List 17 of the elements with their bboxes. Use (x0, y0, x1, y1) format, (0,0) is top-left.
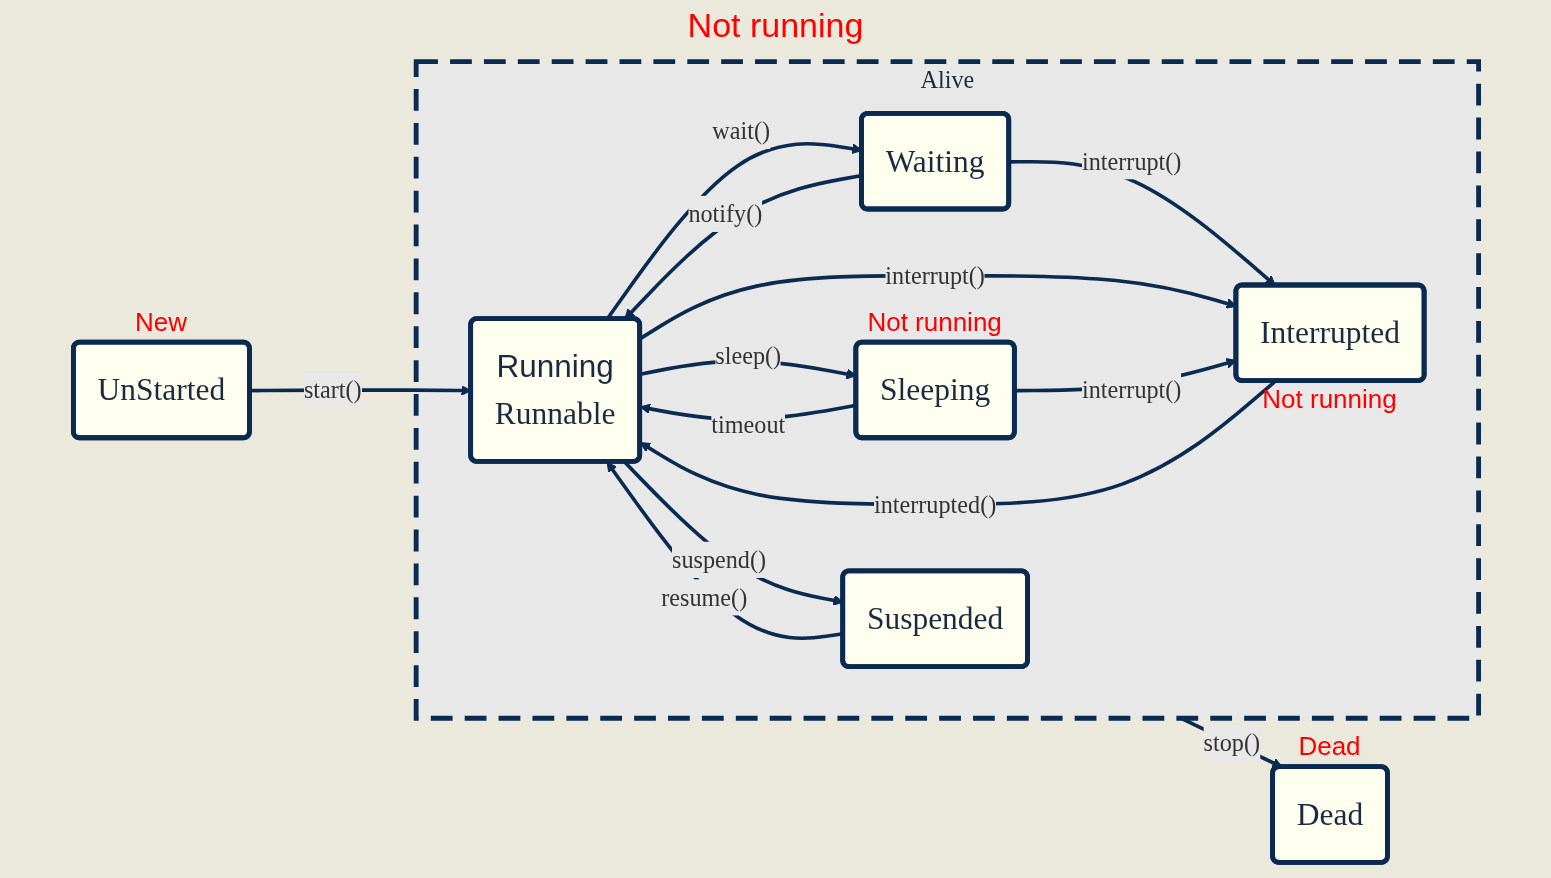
edge-label: interrupt() (1081, 376, 1181, 403)
edge-label: notify() (687, 199, 762, 227)
edge-label: suspend() (671, 545, 766, 573)
edge-label: interrupt() (884, 261, 985, 289)
annotation-text: Not running (1262, 384, 1397, 416)
edge-label: interrupt() (1081, 147, 1181, 175)
edge-label: stop() (1203, 728, 1260, 756)
edge-label: resume() (660, 583, 747, 611)
edge-label: interrupted() (873, 490, 996, 518)
edge-label: timeout (710, 410, 785, 438)
annotation-text: Not running (687, 6, 864, 44)
edge-label: wait() (711, 117, 770, 144)
edge-label: sleep() (714, 341, 781, 369)
annotation-text: New (134, 306, 187, 338)
edge-label: start() (303, 376, 362, 403)
annotation-text: Dead (1298, 731, 1361, 763)
annotation-text: Not running (867, 306, 1002, 338)
